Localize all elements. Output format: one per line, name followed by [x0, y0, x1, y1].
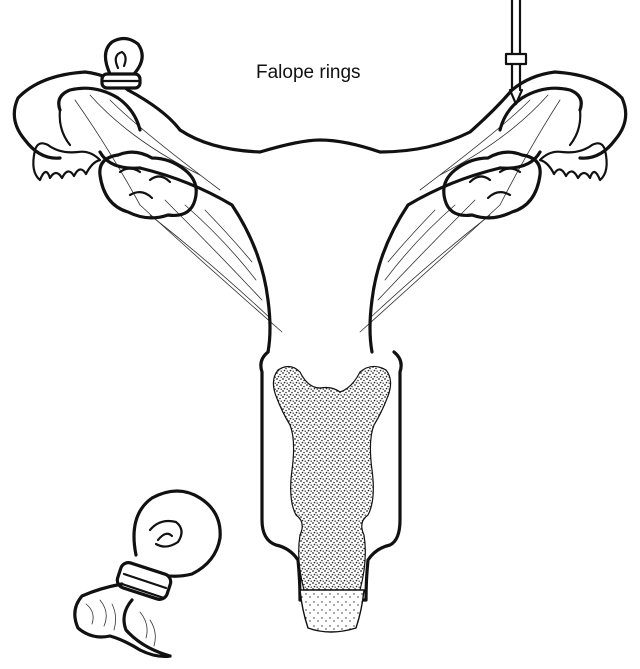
- right-ovary: [444, 152, 540, 218]
- uterus-fundus: [128, 90, 512, 152]
- caption-falope-rings: Falope rings: [256, 62, 361, 84]
- uterine-cavity-stipple: [273, 366, 390, 590]
- inset-ringed-tube-loop: [75, 491, 220, 656]
- falope-ring-left-loop: [102, 38, 142, 88]
- left-fimbriae: [33, 143, 100, 180]
- left-ovary: [100, 152, 196, 218]
- right-fimbriae: [540, 143, 607, 180]
- cervical-canal: [300, 590, 364, 632]
